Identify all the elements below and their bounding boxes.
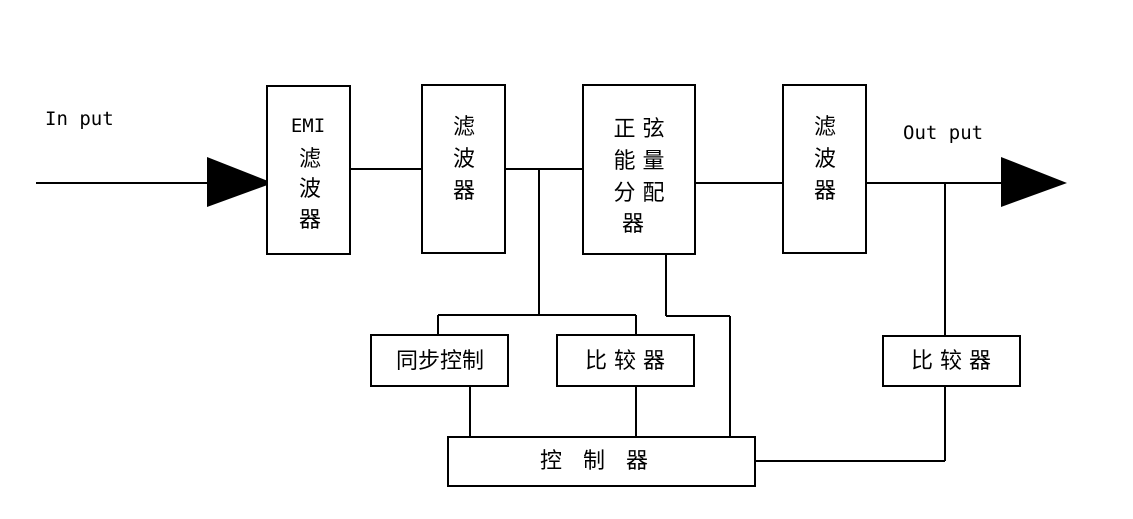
controller-block: 控 制 器 bbox=[447, 436, 756, 487]
emi-filter-label-line-3: 波 bbox=[299, 177, 321, 202]
sine-distributor-block: 正 弦 能 量 分 配 器 bbox=[582, 84, 696, 255]
filter-1-label-line-3: 器 bbox=[453, 179, 475, 204]
emi-filter-block: EMI 滤 波 器 bbox=[266, 85, 351, 255]
filter-2-label-line-2: 波 bbox=[814, 147, 836, 172]
filter-1-block: 滤 波 器 bbox=[421, 84, 506, 254]
sine-distributor-label-line-2: 能 量 bbox=[614, 149, 665, 174]
emi-filter-label-line-1: EMI bbox=[291, 115, 325, 137]
sine-distributor-label-line-3: 分 配 bbox=[614, 181, 665, 206]
sync-control-label: 同步控制 bbox=[396, 349, 484, 374]
input-label: In put bbox=[45, 108, 114, 130]
filter-2-block: 滤 波 器 bbox=[782, 84, 867, 254]
sine-distributor-label-line-1: 正 弦 bbox=[614, 117, 665, 142]
comparator-1-label: 比 较 器 bbox=[585, 349, 665, 374]
filter-1-label-line-2: 波 bbox=[453, 147, 475, 172]
filter-1-label-line-1: 滤 bbox=[453, 115, 475, 140]
comparator-2-block: 比 较 器 bbox=[882, 335, 1021, 387]
filter-2-label-line-3: 器 bbox=[814, 179, 836, 204]
filter-2-label-line-1: 滤 bbox=[814, 115, 836, 140]
output-label: Out put bbox=[903, 122, 983, 144]
sync-control-block: 同步控制 bbox=[370, 334, 509, 387]
sine-distributor-label-line-4: 器 bbox=[622, 212, 644, 237]
comparator-2-label: 比 较 器 bbox=[911, 349, 991, 374]
controller-label: 控 制 器 bbox=[540, 449, 648, 474]
input-arrow-icon bbox=[207, 157, 273, 207]
output-arrow-icon bbox=[1001, 157, 1067, 207]
emi-filter-label-line-2: 滤 bbox=[299, 147, 321, 172]
comparator-1-block: 比 较 器 bbox=[556, 334, 695, 387]
connection-lines bbox=[36, 168, 1003, 462]
emi-filter-label-line-4: 器 bbox=[299, 208, 321, 233]
